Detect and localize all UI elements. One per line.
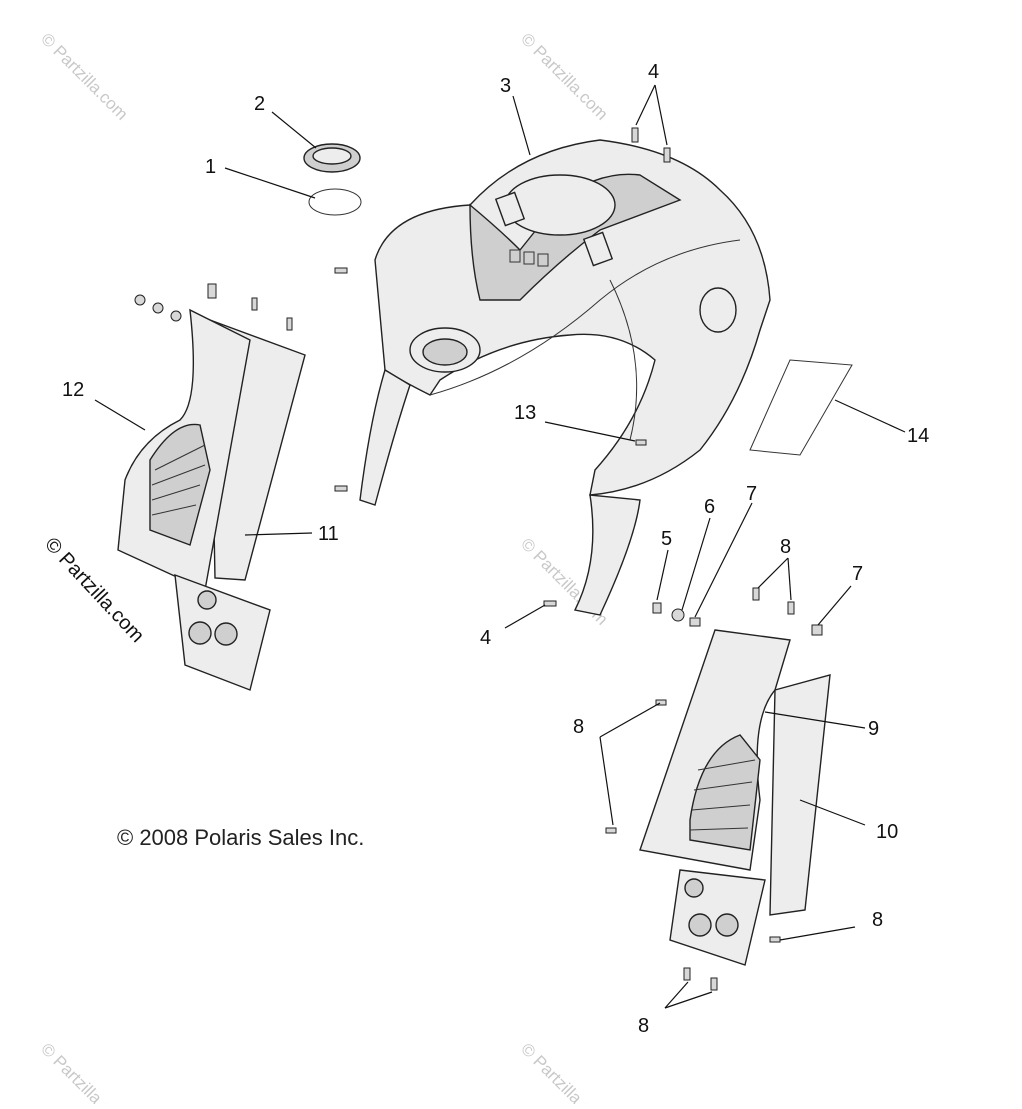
callout-12: 12	[62, 379, 84, 401]
callout-8-bottom: 8	[638, 1015, 649, 1037]
callout-9: 9	[868, 718, 879, 740]
callout-8-right: 8	[872, 909, 883, 931]
callout-2: 2	[254, 93, 265, 115]
bezel-part-2	[303, 143, 361, 173]
callouts: 1 2 3 4 4 5 6 7 7 8 8 8 8 9 10 11 12 13 …	[62, 61, 929, 1037]
decal-part-14	[749, 359, 853, 456]
leader-lines	[94, 84, 906, 1009]
watermark-bottom-center: © Partzilla.com	[517, 1039, 611, 1104]
callout-4-bottom: 4	[480, 627, 491, 649]
hood-part-3	[359, 139, 771, 616]
left-side-panel-part-11-12	[117, 308, 306, 691]
callout-5: 5	[661, 528, 672, 550]
callout-7-upper: 7	[746, 483, 757, 505]
copyright-text: © 2008 Polaris Sales Inc.	[117, 825, 364, 850]
callout-13: 13	[514, 402, 536, 424]
callout-14: 14	[907, 425, 929, 447]
callout-4-top: 4	[648, 61, 659, 83]
callout-3: 3	[500, 75, 511, 97]
callout-1: 1	[205, 156, 216, 178]
watermark-top-left: © Partzilla.com	[37, 29, 131, 123]
watermark-top-center: © Partzilla.com	[517, 29, 611, 123]
callout-8-left: 8	[573, 716, 584, 738]
right-side-panel-part-9-10	[639, 629, 831, 966]
callout-11: 11	[318, 523, 339, 545]
callout-7-lower: 7	[852, 563, 863, 585]
watermark-bottom-left: © Partzilla.com	[37, 1039, 131, 1104]
callout-6: 6	[704, 496, 715, 518]
callout-8-upper: 8	[780, 536, 791, 558]
callout-10: 10	[876, 821, 898, 843]
hardware	[134, 127, 823, 991]
ring-part-1	[308, 188, 362, 216]
